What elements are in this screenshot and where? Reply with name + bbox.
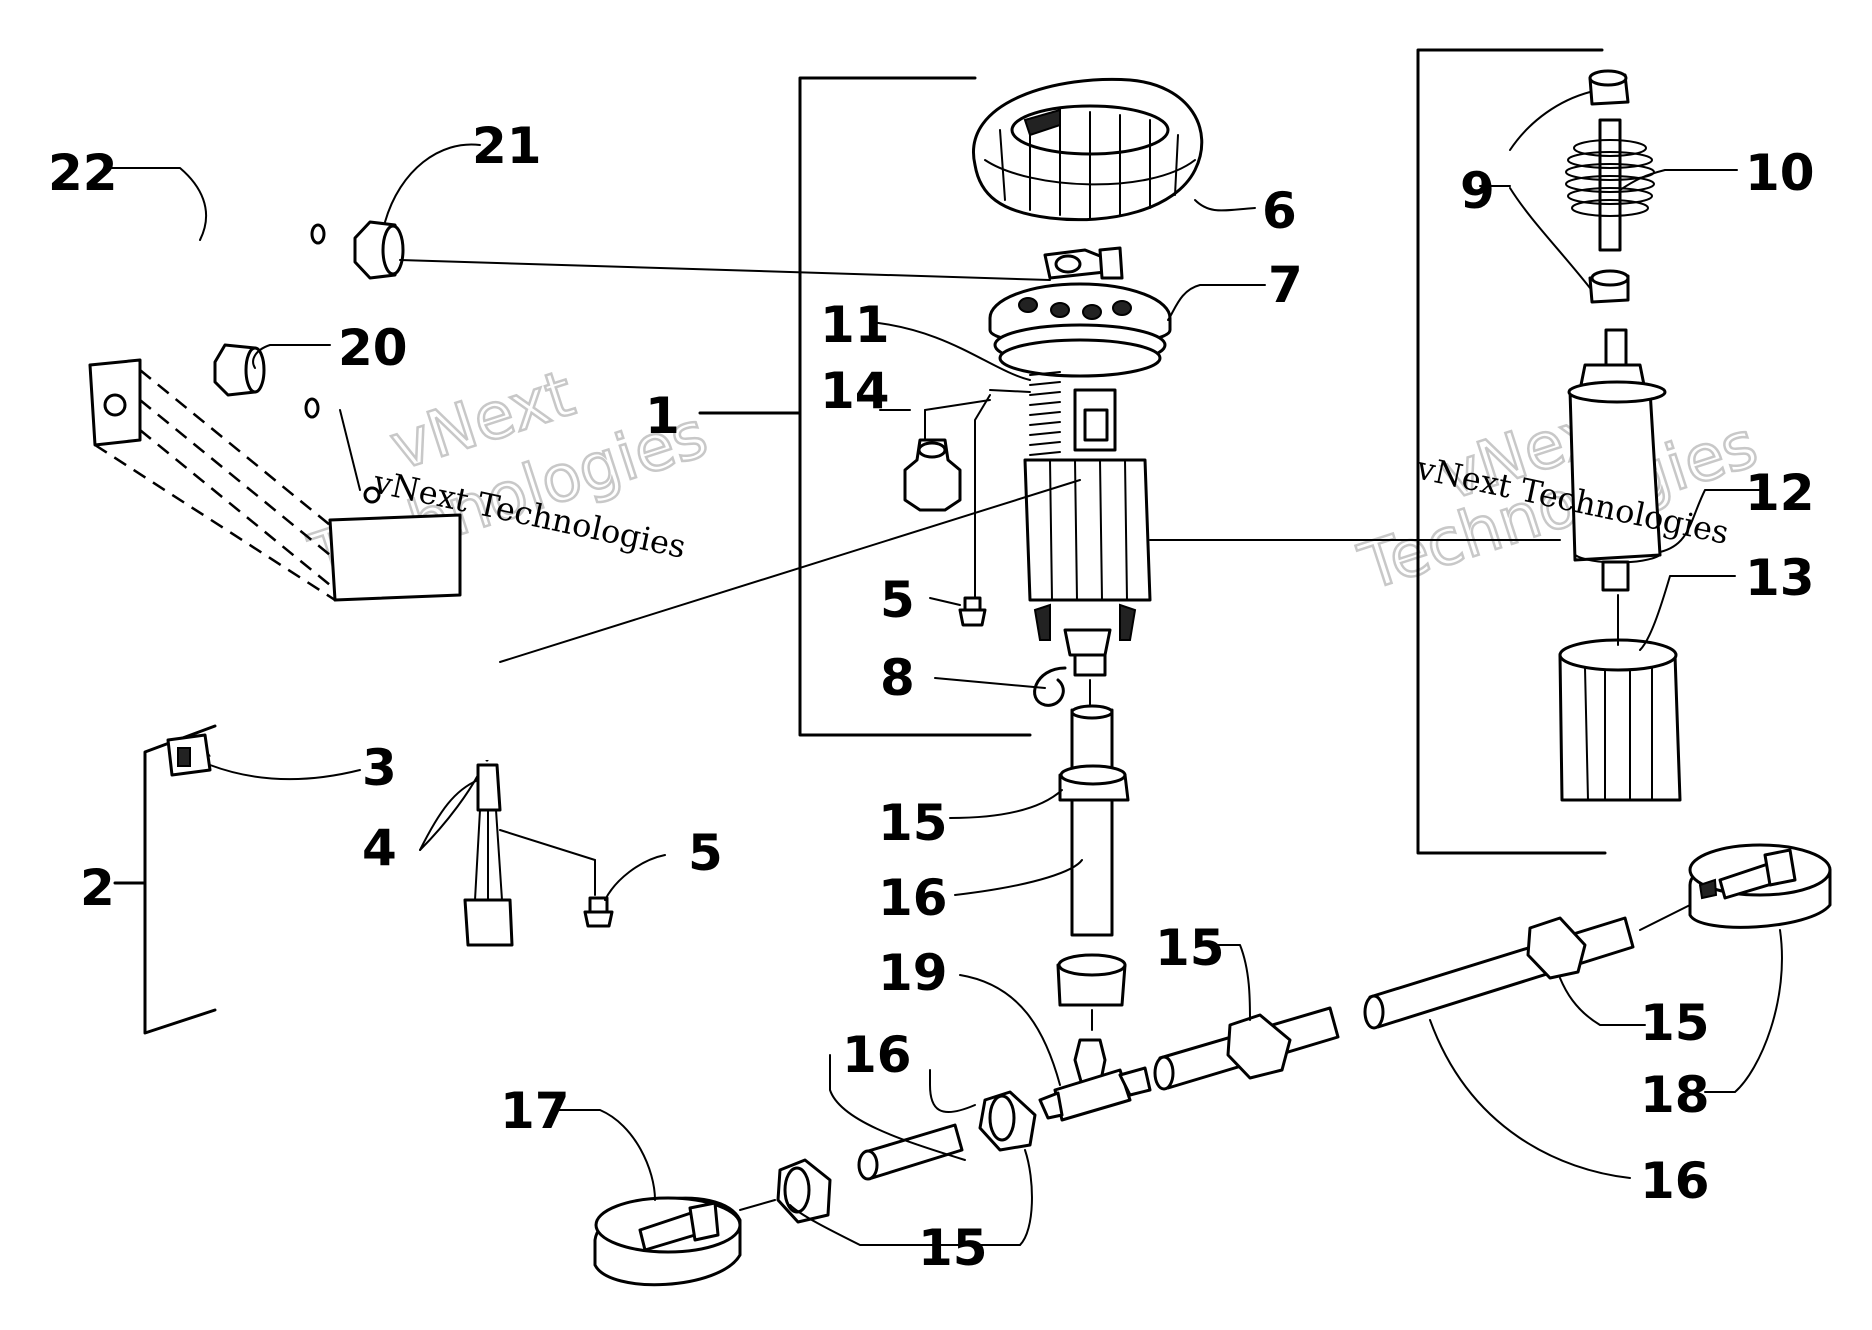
callout-21: 21 [472, 117, 542, 175]
screw-5-top [958, 596, 987, 627]
clamp-15-left-2 [776, 1158, 832, 1224]
filter-assembly-9-10 [1565, 69, 1655, 304]
wiring-harness-3-4 [166, 646, 596, 947]
clamp-15-mid [1226, 1013, 1292, 1080]
callout-2: 2 [80, 859, 115, 917]
callout-15-a: 15 [878, 794, 948, 852]
callout-4: 4 [362, 819, 397, 877]
clamp-15-lower [1056, 953, 1127, 1007]
callout-15-c: 15 [918, 1219, 988, 1277]
fitting-14 [903, 399, 991, 512]
callout-16-a: 16 [878, 869, 948, 927]
clip-8 [1033, 666, 1067, 707]
bracket-assembly-pump [1416, 48, 1607, 855]
callout-7: 7 [1268, 256, 1303, 314]
callout-1: 1 [645, 387, 680, 445]
cap-17 [593, 1196, 742, 1287]
callout-20: 20 [338, 319, 408, 377]
callout-12: 12 [1745, 464, 1815, 522]
clamp-15-vertical [1058, 764, 1130, 802]
clamp-15-right [1526, 916, 1587, 980]
sleeve-13 [1558, 638, 1682, 802]
fuel-pump-module-7 [988, 246, 1172, 711]
callout-6: 6 [1262, 182, 1297, 240]
callout-10: 10 [1745, 144, 1815, 202]
hose-16-left [857, 1123, 964, 1181]
screw-5-bottom [583, 896, 614, 928]
fuel-rail-left [88, 358, 462, 602]
callout-8: 8 [880, 649, 915, 707]
callout-13: 13 [1745, 549, 1815, 607]
clamp-15-left-1 [978, 1090, 1037, 1152]
callout-5-bottom: 5 [688, 824, 723, 882]
clamp-20 [213, 343, 266, 397]
callout-labels: 22 21 20 6 7 11 14 1 5 8 9 10 12 13 3 4 … [48, 117, 1815, 1277]
lock-ring-6 [972, 77, 1204, 222]
callout-19: 19 [878, 944, 948, 1002]
callout-16-b: 16 [842, 1026, 912, 1084]
callout-9: 9 [1460, 162, 1495, 220]
callout-16-c: 16 [1640, 1152, 1710, 1210]
callout-14: 14 [820, 362, 890, 420]
hose-16-vertical [1070, 704, 1114, 937]
fuel-pump-12 [1567, 328, 1667, 592]
callout-3: 3 [362, 739, 397, 797]
callout-15-d: 15 [1640, 994, 1710, 1052]
callout-18: 18 [1640, 1066, 1710, 1124]
callout-15-b: 15 [1155, 919, 1225, 977]
cap-18 [1688, 843, 1832, 929]
t-fitting-19 [1038, 1038, 1152, 1122]
callout-22: 22 [48, 144, 118, 202]
callout-11: 11 [820, 296, 890, 354]
callout-17: 17 [500, 1082, 570, 1140]
bracket-assembly-1 [698, 76, 1032, 737]
leader-lines [104, 91, 1783, 1246]
callout-5-top: 5 [880, 571, 915, 629]
clamp-21 [353, 220, 405, 280]
